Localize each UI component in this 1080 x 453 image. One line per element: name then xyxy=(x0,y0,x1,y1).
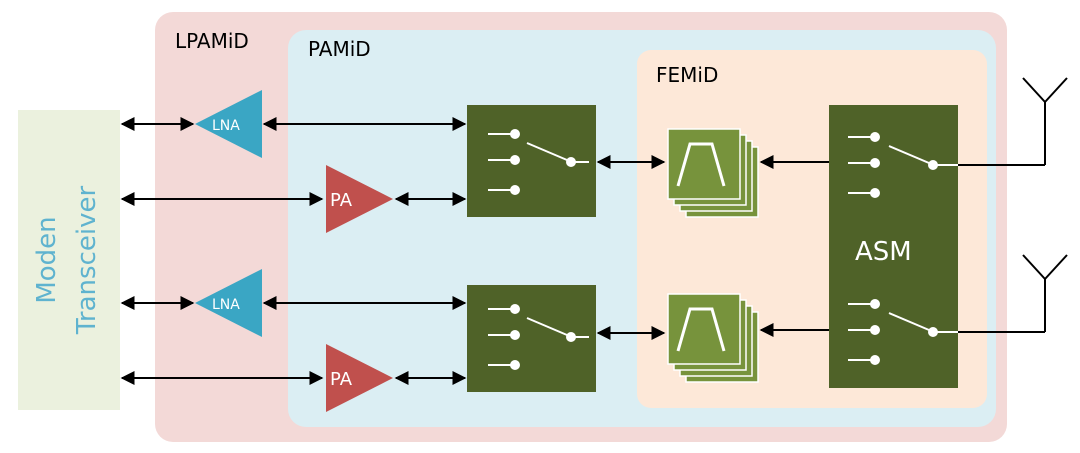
antenna-top xyxy=(958,77,1068,166)
pa-bottom-label: PA xyxy=(330,369,353,390)
switch-bottom xyxy=(467,285,596,392)
asm-block: ASM xyxy=(829,105,958,388)
asm-label: ASM xyxy=(855,237,912,267)
lna-bottom-label: LNA xyxy=(212,297,240,313)
lna-top: LNA xyxy=(195,90,262,158)
pamid-label: PAMiD xyxy=(308,37,371,61)
pa-top: PA xyxy=(326,165,393,233)
transceiver-label-line2: Transceiver xyxy=(72,186,102,336)
lna-bottom: LNA xyxy=(195,269,262,337)
transceiver-block xyxy=(18,110,120,410)
transceiver-label-line1: Moden xyxy=(32,216,62,303)
switch-top xyxy=(467,105,596,217)
lna-top-label: LNA xyxy=(212,118,240,134)
filter-bank-top xyxy=(667,128,759,218)
lpamid-label: LPAMiD xyxy=(175,29,249,53)
pa-top-label: PA xyxy=(330,190,353,211)
antenna-bottom xyxy=(958,254,1068,333)
filter-bank-bottom xyxy=(667,293,759,383)
femid-label: FEMiD xyxy=(656,63,718,87)
pa-bottom: PA xyxy=(326,344,393,412)
